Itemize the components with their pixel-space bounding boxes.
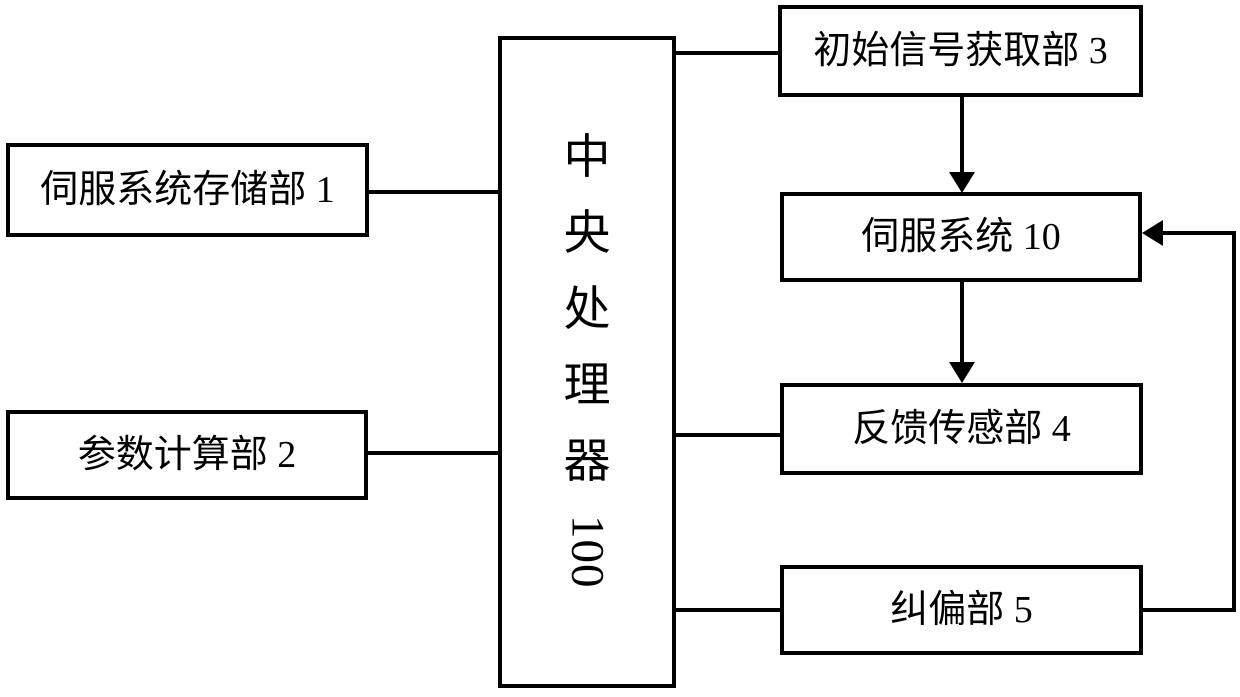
- node-param-calc: 参数计算部 2: [6, 410, 368, 500]
- feedback-loop-vertical-line: [1232, 231, 1236, 612]
- node-correction-label: 纠偏部 5: [890, 589, 1033, 631]
- arrow-servo-system-to-feedback-sensor-line: [960, 282, 964, 364]
- node-servo-system-label: 伺服系统 10: [861, 216, 1061, 258]
- node-initial-signal-label: 初始信号获取部 3: [813, 30, 1108, 72]
- feedback-loop-bottom-line: [1143, 608, 1236, 612]
- node-param-calc-label: 参数计算部 2: [77, 434, 297, 476]
- cpu-char: 中: [563, 132, 611, 185]
- connector-cpu-to-feedback-sensor: [676, 433, 780, 437]
- arrow-left-icon: [1142, 220, 1163, 246]
- node-correction: 纠偏部 5: [780, 565, 1143, 655]
- node-cpu: 中 央 处 理 器 100: [498, 36, 676, 688]
- cpu-char: 理: [563, 360, 611, 413]
- node-servo-storage-label: 伺服系统存储部 1: [40, 169, 335, 211]
- arrow-down-icon: [949, 362, 975, 383]
- cpu-number: 100: [561, 515, 614, 589]
- connector-cpu-to-correction: [676, 608, 780, 612]
- connector-servo-storage-to-cpu: [369, 190, 498, 194]
- connector-cpu-to-initial-signal: [676, 51, 778, 55]
- feedback-loop-top-line: [1162, 231, 1232, 235]
- cpu-char: 央: [563, 208, 611, 261]
- node-servo-storage: 伺服系统存储部 1: [6, 143, 369, 237]
- node-initial-signal: 初始信号获取部 3: [778, 5, 1143, 97]
- cpu-char: 器: [563, 436, 611, 489]
- arrow-down-icon: [949, 172, 975, 193]
- cpu-char: 处: [563, 284, 611, 337]
- node-cpu-label: 中 央 处 理 器 100: [561, 132, 614, 589]
- connector-param-calc-to-cpu: [368, 451, 498, 455]
- node-feedback-sensor-label: 反馈传感部 4: [852, 408, 1071, 450]
- node-servo-system: 伺服系统 10: [780, 192, 1142, 282]
- arrow-initial-signal-to-servo-system-line: [960, 97, 964, 174]
- node-feedback-sensor: 反馈传感部 4: [780, 383, 1143, 475]
